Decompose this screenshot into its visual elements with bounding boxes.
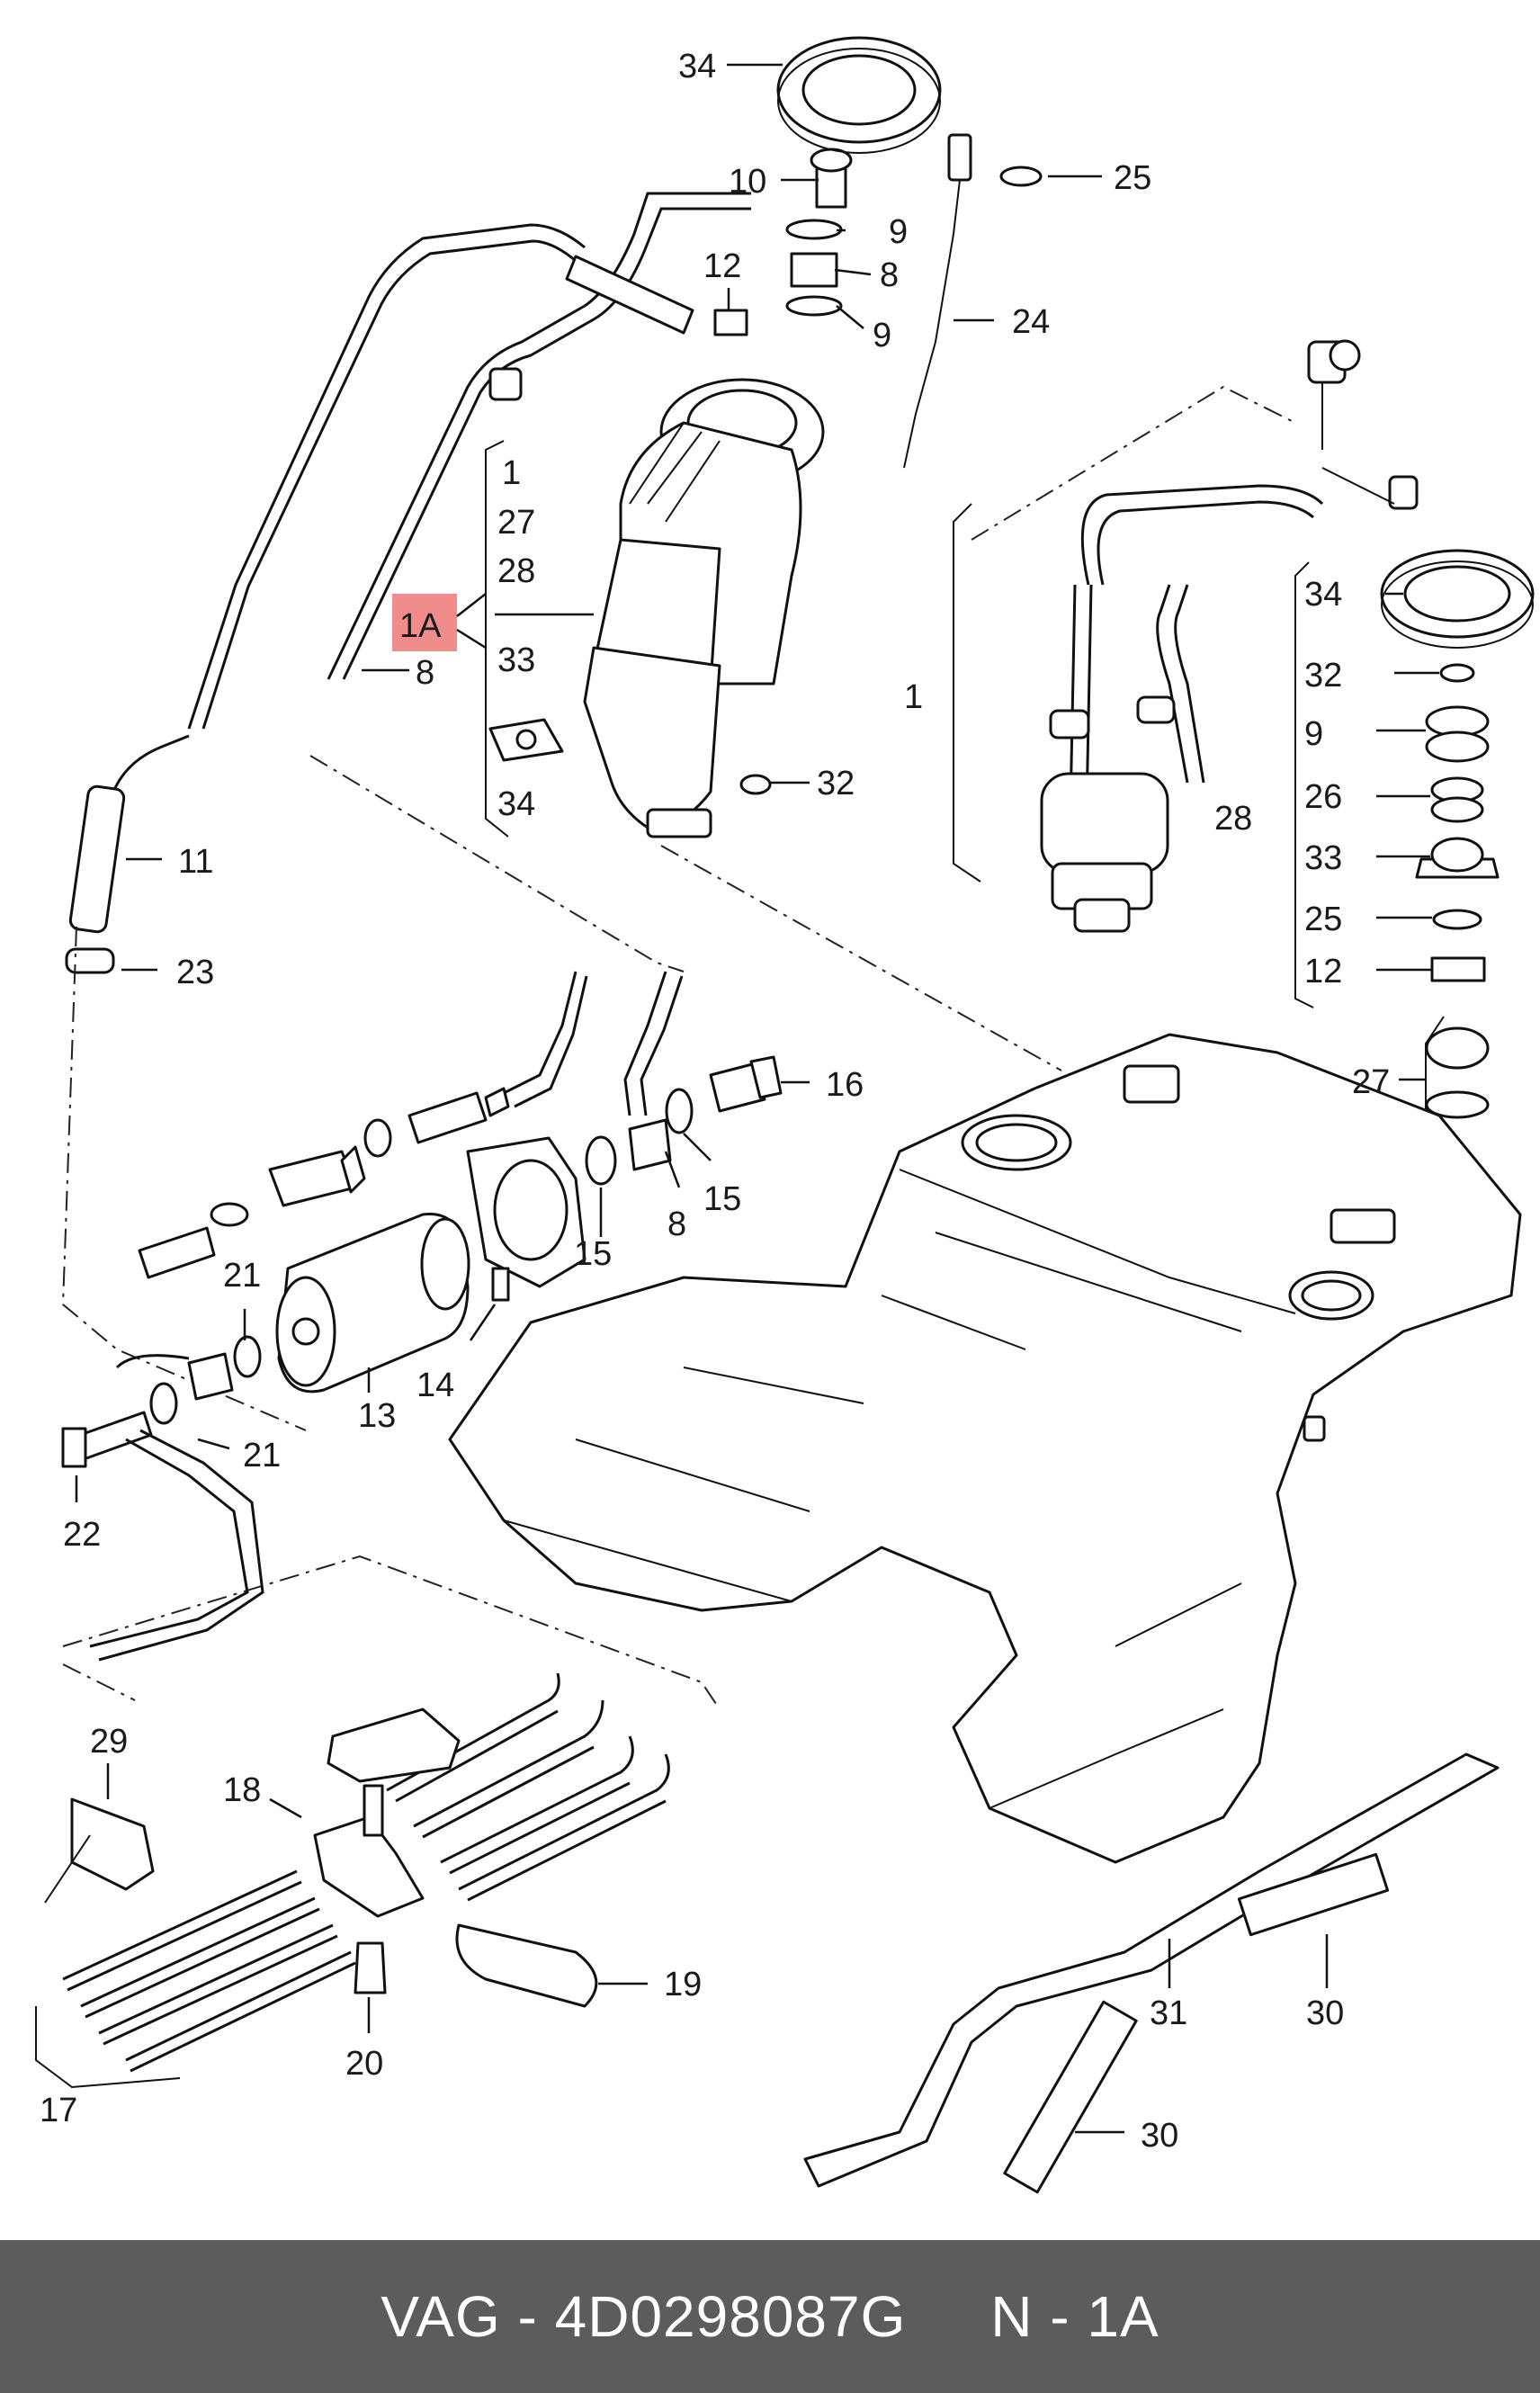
- callout-11: 11: [178, 843, 213, 881]
- callout-9-a: 9: [889, 213, 908, 251]
- callout-1-left: 1: [502, 454, 521, 492]
- callout-32-right: 32: [1304, 657, 1342, 695]
- dash-guide-c: [61, 926, 307, 1431]
- clip-19: [455, 1923, 598, 2008]
- heat-shield-30b: [1003, 2000, 1138, 2194]
- service-kit-28: [1294, 549, 1535, 1148]
- sender-24: [903, 133, 1043, 469]
- callout-33-left: 33: [497, 641, 535, 679]
- part-number-text: VAG - 4D0298087G N - 1A: [381, 2284, 1159, 2349]
- seal-ring-34-top: [776, 36, 942, 154]
- callout-28-right: 28: [1214, 800, 1252, 838]
- callout-29: 29: [90, 1723, 128, 1761]
- callout-15-a: 15: [703, 1180, 741, 1218]
- callout-1A-highlight: [392, 594, 457, 651]
- heat-shield-30a: [1237, 1852, 1390, 1937]
- callout-1A: 1A: [399, 607, 442, 645]
- fuel-pump-alt: [1040, 339, 1419, 933]
- connectors-left: [138, 971, 588, 1279]
- callout-25-top: 25: [1114, 159, 1151, 197]
- callout-30-a: 30: [1306, 1994, 1344, 2032]
- callout-17: 17: [40, 2092, 77, 2129]
- callout-12-right: 12: [1304, 953, 1342, 990]
- callout-25-right: 25: [1304, 901, 1342, 938]
- tank-strap-31: [803, 1752, 1500, 2188]
- callout-labels: 34 10 25 9 8 12 9 24 1 27 28 1A 8 33 32 …: [40, 48, 1390, 2155]
- callout-8-c: 8: [667, 1205, 686, 1243]
- part-number-footer: VAG - 4D0298087G N - 1A: [0, 2240, 1540, 2393]
- callout-16: 16: [826, 1066, 864, 1104]
- callout-21-b: 21: [243, 1437, 281, 1474]
- callout-23: 23: [176, 954, 214, 991]
- callout-32-left: 32: [817, 765, 855, 802]
- callout-10: 10: [729, 163, 766, 201]
- dash-guide-d: [62, 1555, 721, 1710]
- fuel-pump-1A: [583, 378, 825, 838]
- callout-12-a: 12: [703, 247, 741, 285]
- callout-22: 22: [63, 1516, 101, 1554]
- callout-31: 31: [1150, 1994, 1187, 2032]
- callout-19: 19: [664, 1966, 702, 2003]
- vent-hose-left: [187, 192, 751, 730]
- fuel-lines-17: [62, 1672, 670, 2073]
- callout-30-b: 30: [1141, 2117, 1178, 2155]
- bracket-1-right: [953, 503, 981, 883]
- callout-26: 26: [1304, 778, 1342, 816]
- clip-20: [354, 1941, 387, 1994]
- fuel-tank: [448, 1033, 1522, 1864]
- callout-34-right: 34: [1304, 576, 1342, 614]
- callout-20: 20: [345, 2045, 383, 2083]
- callout-18: 18: [223, 1771, 261, 1809]
- callout-28-left: 28: [497, 552, 535, 590]
- callout-13: 13: [358, 1397, 396, 1435]
- dash-guide-b: [660, 845, 1062, 1071]
- filter-bracket-14: [466, 1136, 586, 1302]
- callout-15-b: 15: [574, 1235, 612, 1273]
- dash-box-right: [971, 385, 1296, 541]
- bracket-17: [35, 2006, 181, 2089]
- hose-11: [65, 734, 190, 974]
- parts-16-15-8: [585, 971, 783, 1186]
- parts-33-32-left: [488, 718, 772, 795]
- callout-8-a: 8: [880, 256, 899, 294]
- callout-27-right: 27: [1352, 1063, 1390, 1101]
- dash-guide-a: [309, 755, 685, 972]
- fuel-filter-13: [275, 1213, 470, 1394]
- hose-clamp-23: [65, 947, 115, 974]
- parts-10-9-8-top: [713, 148, 853, 336]
- callout-9-b: 9: [873, 317, 891, 354]
- hose-clip: [488, 367, 523, 401]
- fitting-22-21: [61, 1335, 264, 1662]
- clip-29: [44, 1797, 155, 1904]
- dash-guide-e: [62, 1663, 136, 1701]
- callout-8-b: 8: [416, 654, 434, 692]
- callout-9-right: 9: [1304, 715, 1323, 753]
- callout-33-right: 33: [1304, 839, 1342, 877]
- callout-27-left: 27: [497, 504, 535, 542]
- hose-sleeve: [565, 255, 694, 335]
- callout-21-a: 21: [223, 1257, 261, 1295]
- clip-18: [313, 1707, 461, 1918]
- o-ring-25: [999, 166, 1043, 187]
- callout-1-right: 1: [904, 678, 923, 716]
- callout-14: 14: [416, 1367, 454, 1404]
- fuel-system-exploded-diagram: 34 10 25 9 8 12 9 24 1 27 28 1A 8 33 32 …: [35, 36, 1535, 2194]
- leader-lines: [75, 63, 1439, 2134]
- callout-34-top: 34: [678, 48, 716, 85]
- callout-34-left: 34: [497, 785, 535, 823]
- bracket-left: [485, 440, 509, 838]
- callout-24: 24: [1012, 303, 1050, 341]
